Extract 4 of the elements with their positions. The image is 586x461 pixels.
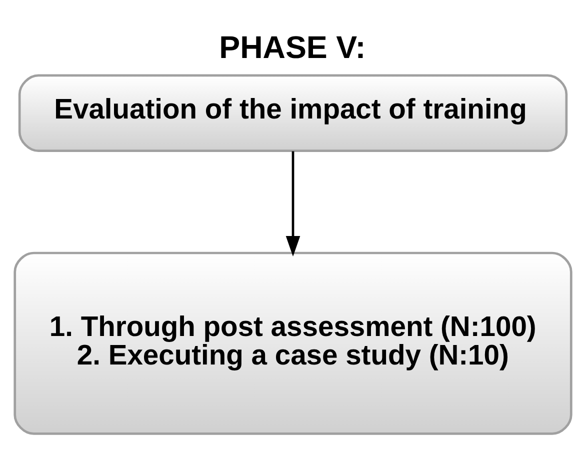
arrow	[286, 150, 300, 256]
node-box: Evaluation of the impact of training	[18, 74, 568, 152]
node-box: 1. Through post assessment (N:100) 2. Executing a case study (N:10)	[14, 251, 572, 434]
diagram-title: PHASE V:	[219, 30, 366, 65]
